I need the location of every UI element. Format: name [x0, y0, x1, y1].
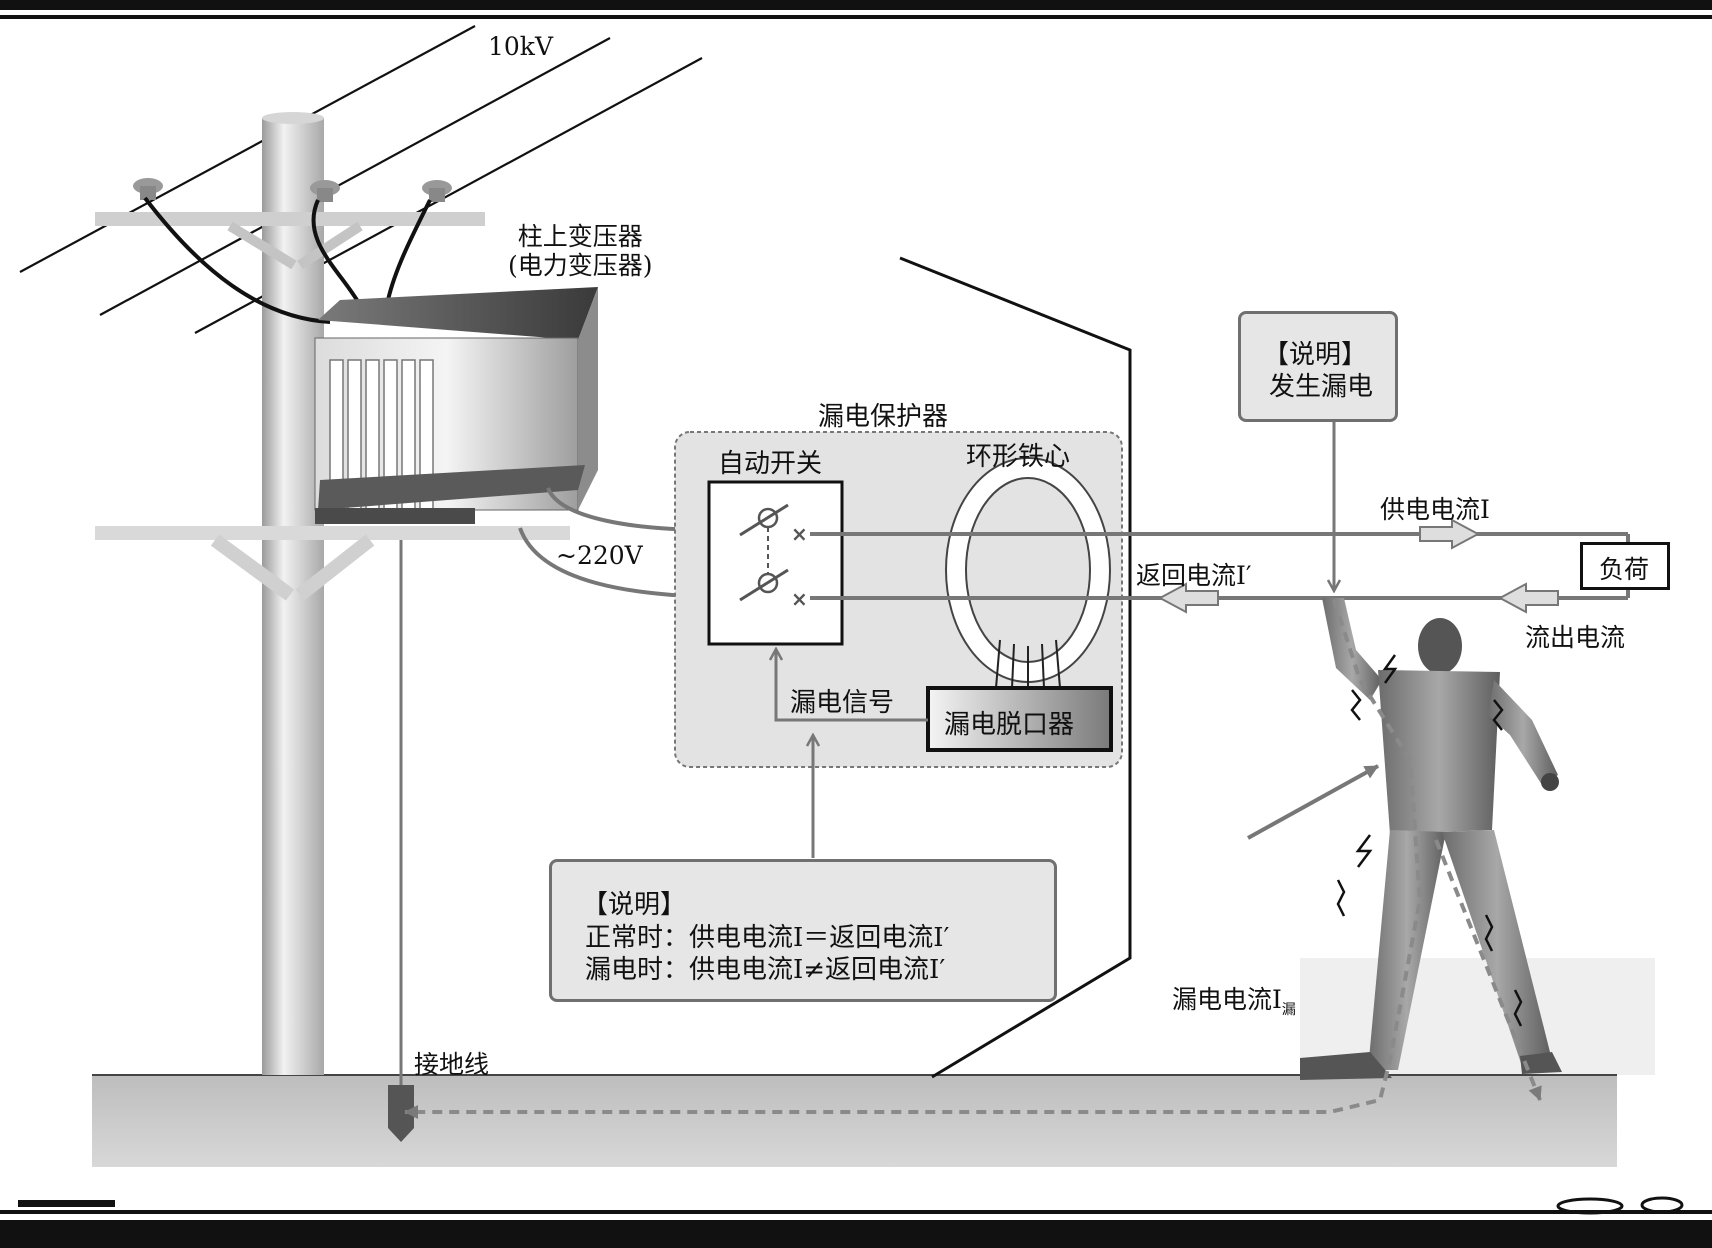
power-lines-10kv — [19, 25, 703, 334]
note-top-text: 发生漏电 — [1269, 372, 1374, 402]
supply-current-arrow — [1419, 518, 1481, 550]
load-label: 负荷 — [1599, 555, 1650, 584]
leak-current-label: 漏电电流I漏 — [1172, 980, 1296, 1019]
transformer-label-line1: 柱上变压器 — [517, 222, 643, 251]
current-arrows — [1157, 518, 1559, 614]
voltage-10kv-label: 10kV — [488, 32, 554, 61]
ground-wire — [388, 540, 414, 1142]
ground-wire-label: 接地线 — [414, 1050, 490, 1079]
roll-ornament — [1556, 1196, 1684, 1215]
leak-current-subscript: 漏 — [1281, 1002, 1296, 1018]
auto-switch-box: × × — [707, 480, 844, 646]
note-bottom-title: 【说明】 — [582, 890, 687, 920]
note-top: 【说明】 发生漏电 — [1238, 311, 1398, 422]
leak-signal-path — [776, 650, 928, 722]
svg-text:×: × — [791, 587, 808, 611]
svg-text:×: × — [791, 522, 808, 546]
auto-switch-label: 自动开关 — [718, 449, 823, 479]
return-current-arrow — [1157, 582, 1219, 614]
transformer-label: 柱上变压器 (电力变压器) — [508, 222, 653, 280]
note-bottom-line2: 漏电时：供电电流I≠返回电流I′ — [585, 955, 946, 985]
supply-current-label: 供电电流I — [1380, 495, 1490, 524]
drop-wires — [143, 196, 432, 324]
wall-outline — [899, 256, 1132, 1079]
protector-title: 漏电保护器 — [818, 402, 949, 432]
load-box: 负荷 — [1580, 542, 1670, 590]
return-current-label: 返回电流I′ — [1136, 561, 1252, 590]
note-bottom: 【说明】 正常时：供电电流I＝返回电流I′ 漏电时：供电电流I≠返回电流I′ — [549, 859, 1057, 1002]
voltage-220v-label: ~220V — [556, 541, 643, 570]
leak-signal-label: 漏电信号 — [790, 688, 895, 718]
outflow-current-label: 流出电流 — [1525, 623, 1626, 652]
note-top-title: 【说明】 — [1263, 340, 1368, 370]
pole-transformer — [314, 287, 598, 524]
ring-core-label: 环形铁心 — [966, 442, 1071, 472]
note-bottom-line1: 正常时：供电电流I＝返回电流I′ — [585, 923, 950, 953]
transformer-label-line2: (电力变压器) — [508, 251, 653, 280]
utility-pole — [95, 112, 570, 1075]
person-figure — [404, 598, 1562, 1119]
leak-trip-box — [926, 686, 1113, 752]
leak-trip-label: 漏电脱口器 — [944, 710, 1075, 740]
outflow-current-arrow — [1497, 582, 1559, 614]
leak-current-text: 漏电电流I — [1172, 985, 1282, 1014]
ring-core — [945, 457, 1111, 689]
